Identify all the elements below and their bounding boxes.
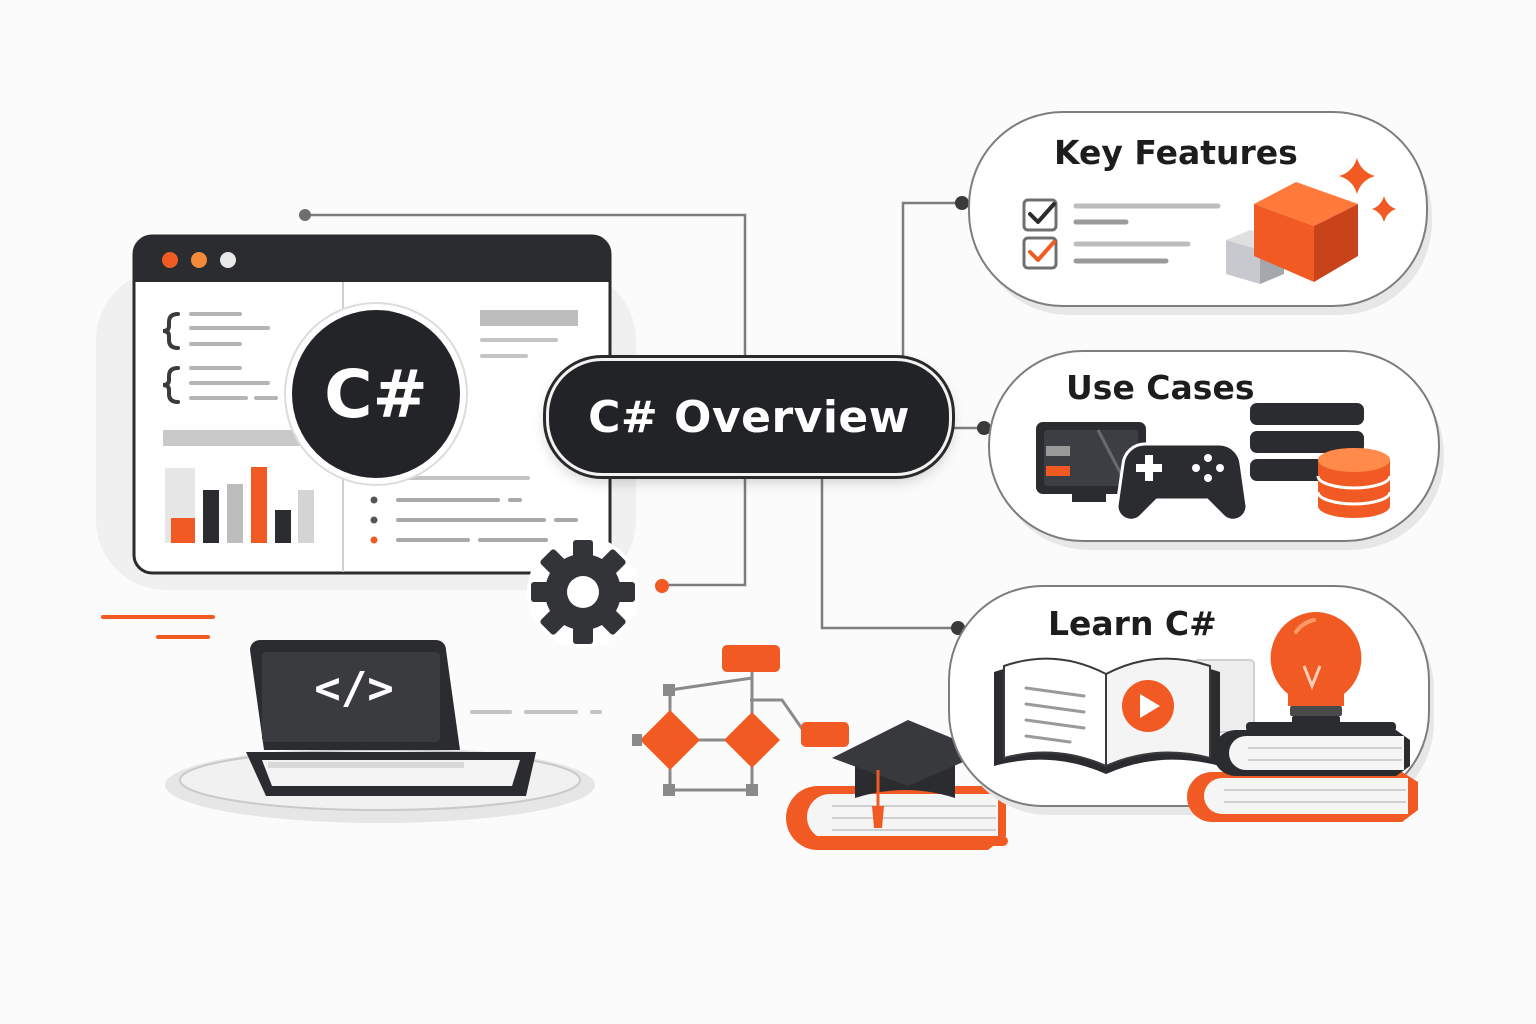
- flowchart-icon: [632, 645, 849, 796]
- text-lines: [480, 310, 578, 358]
- use-cases-title: Use Cases: [1066, 368, 1255, 407]
- bar-chart-icon: [165, 467, 314, 543]
- section-bar: [163, 430, 323, 446]
- gear-icon: [527, 536, 639, 648]
- connector-dot: [977, 421, 991, 435]
- code-lines: [189, 312, 278, 400]
- connector-dot-accent: [655, 579, 669, 593]
- code-tag-icon: </>: [314, 663, 394, 714]
- csharp-overview-hub[interactable]: C# Overview: [546, 358, 952, 476]
- curly-brace-icon: [162, 312, 180, 404]
- laptop-icon: [246, 640, 536, 796]
- motion-lines: [101, 615, 215, 639]
- graduation-cap-icon: [832, 720, 986, 828]
- hub-label: C# Overview: [588, 391, 910, 443]
- key-features-title: Key Features: [1054, 133, 1298, 172]
- learn-csharp-title: Learn C#: [1048, 604, 1217, 643]
- bullet-list: [370, 476, 578, 544]
- window-dots-icon: [162, 252, 236, 268]
- csharp-logo-text: C#: [324, 355, 428, 433]
- books-icon: [786, 786, 1008, 850]
- connector-dot: [955, 196, 969, 210]
- csharp-logo-badge: C#: [292, 310, 460, 478]
- connector-dot: [299, 209, 311, 221]
